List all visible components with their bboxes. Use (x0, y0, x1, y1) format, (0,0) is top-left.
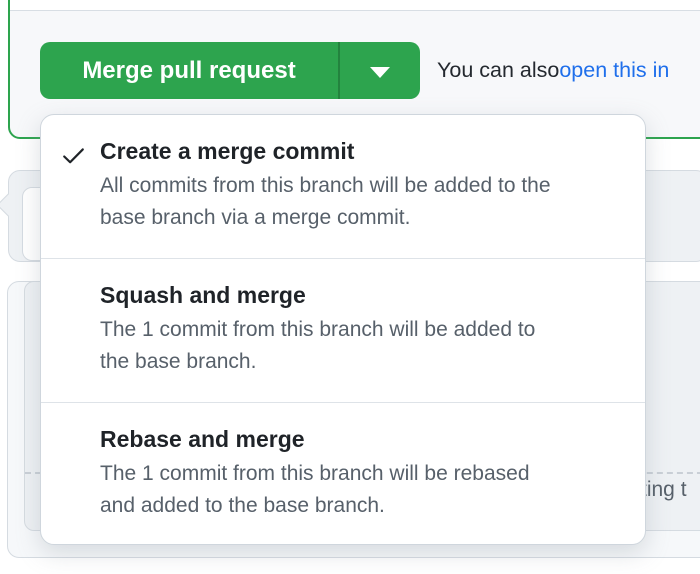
merge-pull-request-button[interactable]: Merge pull request (40, 42, 338, 99)
merge-aside-text: You can also open this in (437, 42, 669, 99)
menu-item-title: Create a merge commit (100, 138, 355, 164)
menu-item-squash-and-merge[interactable]: Squash and merge The 1 commit from this … (41, 258, 645, 402)
merge-options-toggle-button[interactable] (338, 42, 420, 99)
menu-item-description: All commits from this branch will be add… (100, 170, 621, 234)
menu-item-description-line2: base branch via a merge commit. (100, 206, 411, 229)
merge-button-group: Merge pull request (40, 42, 420, 99)
menu-item-description-line2: and added to the base branch. (100, 494, 385, 517)
menu-item-title: Rebase and merge (100, 426, 305, 452)
menu-item-description-line1: The 1 commit from this branch will be ad… (100, 318, 536, 341)
menu-item-description: The 1 commit from this branch will be re… (100, 458, 621, 522)
menu-item-title: Squash and merge (100, 282, 306, 308)
open-this-in-link[interactable]: open this in (559, 58, 670, 82)
merge-box-header-strip (10, 0, 700, 11)
menu-item-description-line2: the base branch. (100, 350, 257, 373)
menu-item-description-line1: All commits from this branch will be add… (100, 174, 551, 197)
chevron-down-icon (370, 66, 390, 78)
menu-item-rebase-and-merge[interactable]: Rebase and merge The 1 commit from this … (41, 402, 645, 546)
background-partial-text: ting t (641, 478, 687, 501)
menu-item-description: The 1 commit from this branch will be ad… (100, 314, 621, 378)
merge-options-dropdown-menu: Create a merge commit All commits from t… (40, 114, 646, 545)
menu-item-description-line1: The 1 commit from this branch will be re… (100, 462, 530, 485)
comment-caret-icon (0, 193, 20, 217)
check-icon (63, 148, 84, 164)
menu-item-create-a-merge-commit[interactable]: Create a merge commit All commits from t… (41, 115, 645, 258)
aside-prefix-text: You can also (437, 58, 560, 82)
